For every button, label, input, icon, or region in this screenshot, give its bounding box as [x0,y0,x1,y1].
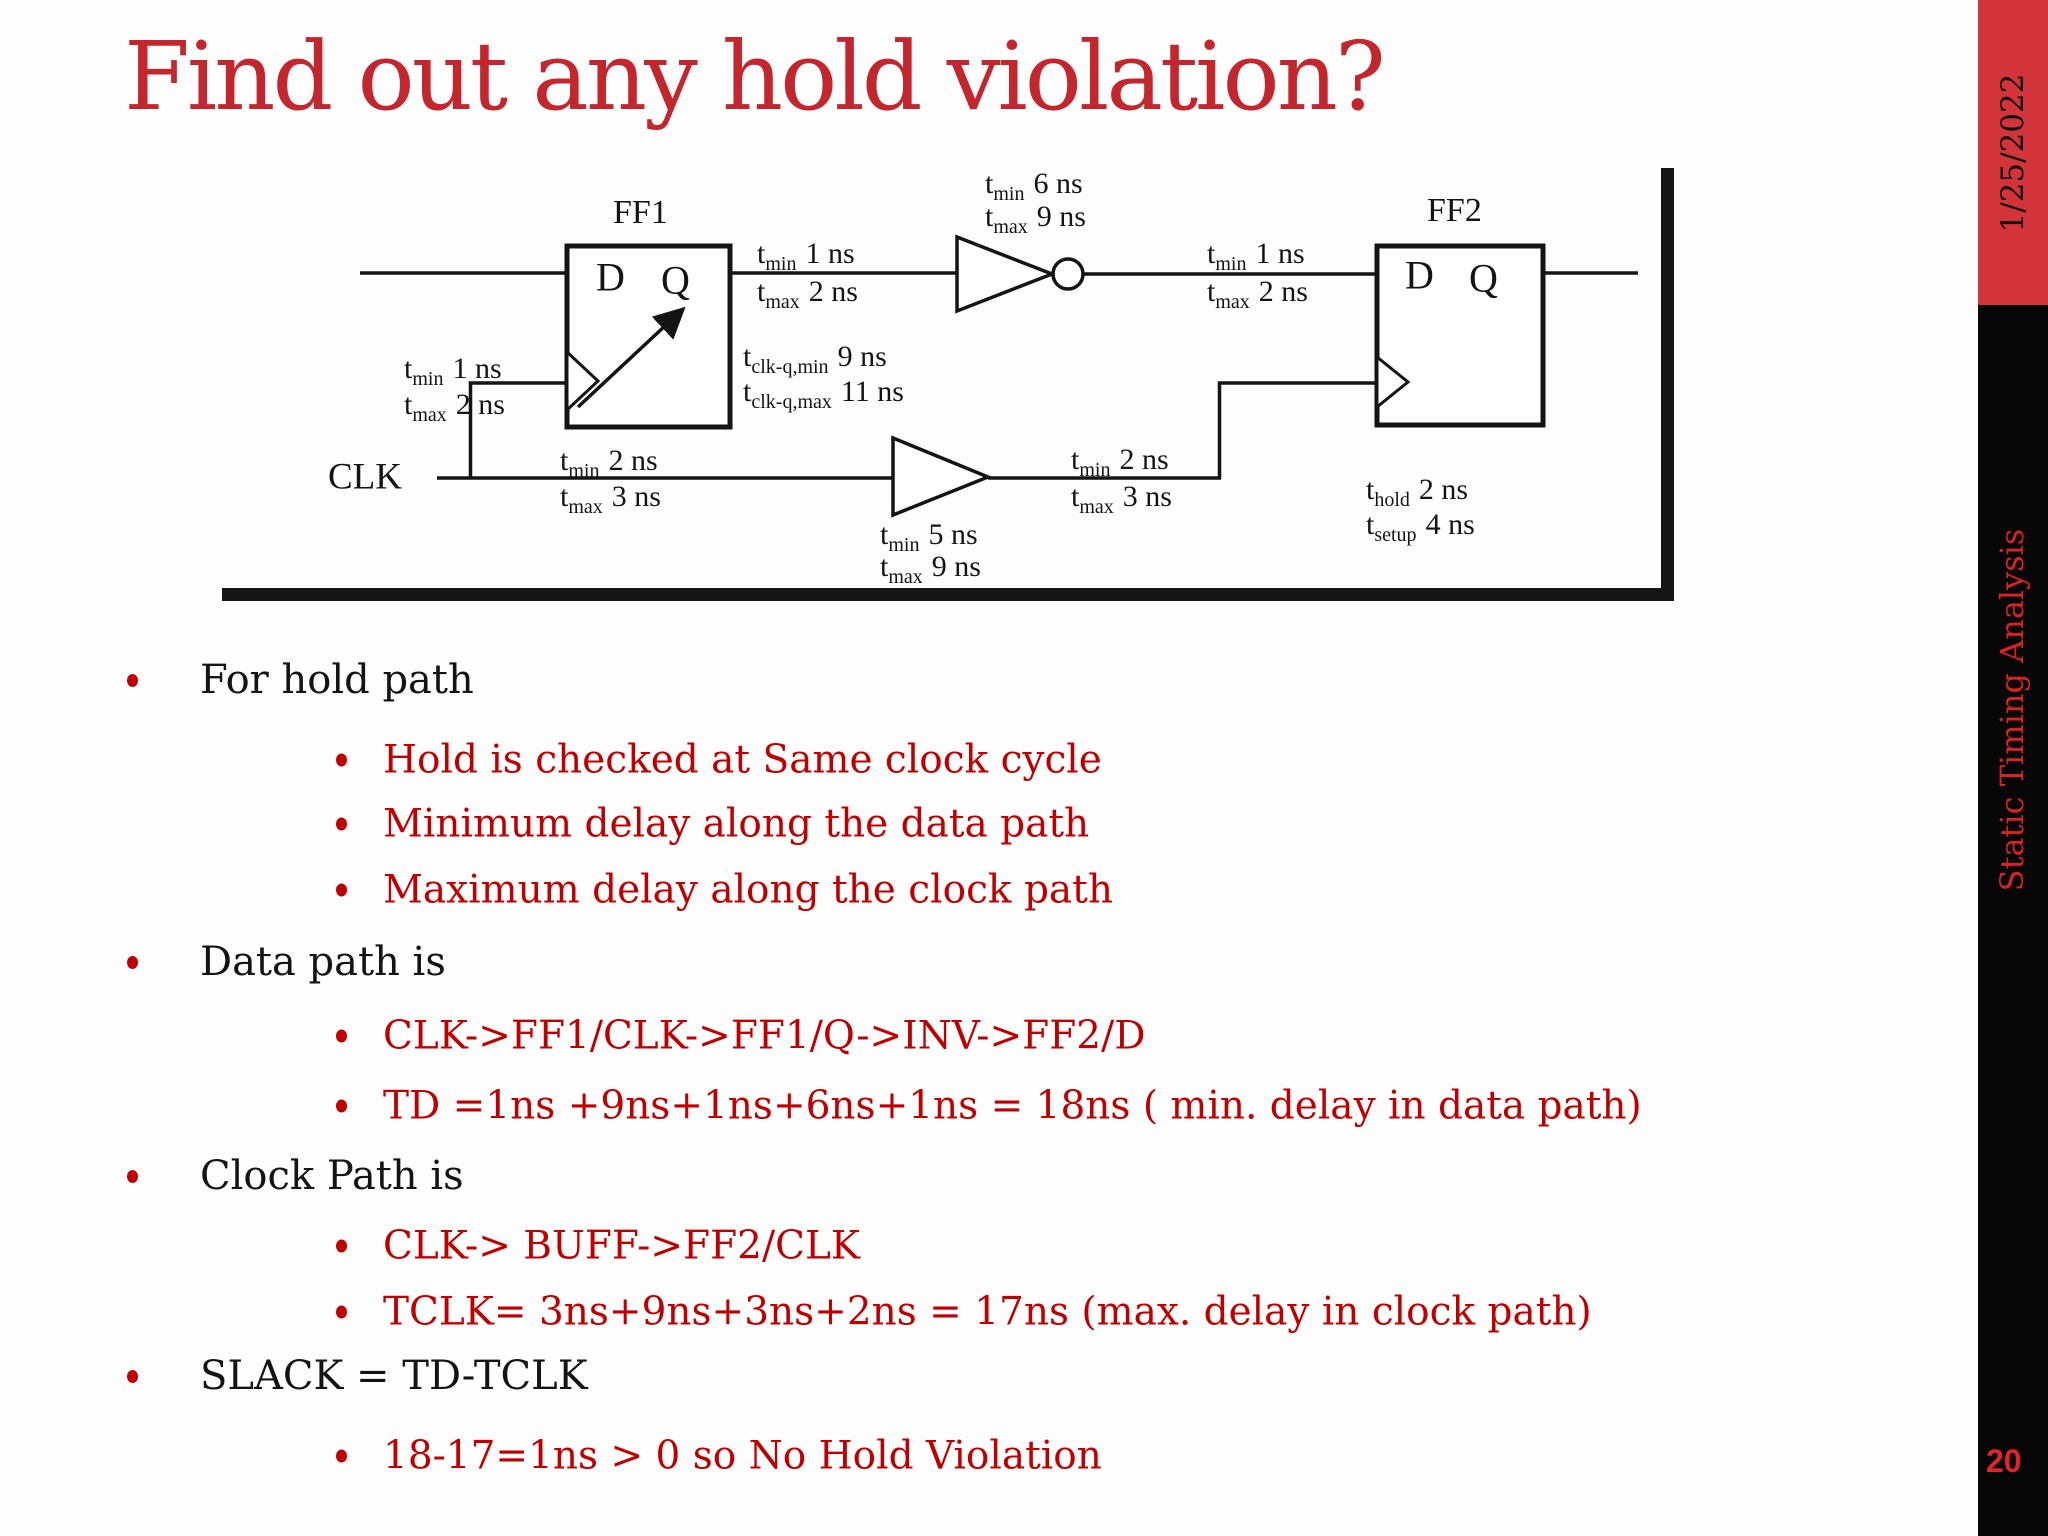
bullet-text: SLACK = TD-TCLK [200,1353,588,1399]
bullet-text: Clock Path is [200,1153,464,1199]
sub-bullet-item: Hold is checked at Same clock cycle [336,738,1102,783]
sub-bullet-item: TD =1ns +9ns+1ns+6ns+1ns = 18ns ( min. d… [336,1084,1642,1129]
bullet-text: For hold path [200,657,474,703]
bullet-text: CLK-> BUFF->FF2/CLK [383,1223,860,1269]
ff1-clock-edge-arrow-icon [576,306,686,409]
sub-bullet-item: 18-17=1ns > 0 so No Hold Violation [336,1434,1102,1479]
sub-bullet-item: Minimum delay along the data path [336,802,1089,847]
ff1-q-label: Q [661,257,690,303]
slide-footer-text: Static Timing Analysis [1993,528,2031,892]
bullet-dot-icon [336,1449,347,1463]
ff1-d-label: D [596,254,625,300]
sidebar-footer-band: Static Timing Analysis 20 [1978,305,2048,1536]
wire-clk-to-ff2 [1217,381,1377,479]
bullet-text: TD =1ns +9ns+1ns+6ns+1ns = 18ns ( min. d… [383,1083,1642,1129]
bullet-dot-icon [336,1029,347,1043]
bullet-text: Hold is checked at Same clock cycle [383,737,1102,783]
slide-date: 1/25/2022 [1995,73,2031,233]
bullet-dot-icon [127,1369,138,1383]
ff1-clock-triangle-icon [565,348,601,414]
sidebar-date-band: 1/25/2022 [1978,0,2048,305]
bullet-text: Data path is [200,939,446,985]
ff2-label: FF2 [1427,192,1482,229]
bullet-dot-icon [127,955,138,969]
bullet-text: Maximum delay along the clock path [383,867,1113,913]
bullet-text: 18-17=1ns > 0 so No Hold Violation [383,1433,1102,1479]
diagram-shadow-bottom [222,588,1674,601]
bullet-dot-icon [336,1305,347,1319]
inverter-bubble-icon [1051,257,1085,291]
sub-bullet-item: CLK->FF1/CLK->FF1/Q->INV->FF2/D [336,1014,1146,1059]
bullet-dot-icon [127,1169,138,1183]
bullet-dot-icon [336,1239,347,1253]
bullet-dot-icon [127,673,138,687]
bullet-dot-icon [336,883,347,897]
right-sidebar: 1/25/2022 Static Timing Analysis 20 [1978,0,2048,1536]
bullet-item: Clock Path is [127,1153,464,1199]
bullet-text: CLK->FF1/CLK->FF1/Q->INV->FF2/D [383,1013,1146,1059]
ff1-box [564,243,733,430]
bullet-text: TCLK= 3ns+9ns+3ns+2ns = 17ns (max. delay… [383,1289,1592,1335]
ff2-box [1374,243,1546,428]
bullet-item: For hold path [127,657,474,703]
bullet-dot-icon [336,817,347,831]
inverter-triangle-icon [955,234,1057,314]
bullet-dot-icon [336,753,347,767]
ff2-clock-triangle-icon [1375,353,1411,411]
slide-title: Find out any hold violation? [124,22,1386,132]
diagram-shadow-right [1661,168,1674,601]
page-number: 20 [1986,1443,2022,1479]
sub-bullet-item: Maximum delay along the clock path [336,868,1113,913]
bullet-item: Data path is [127,939,446,985]
bullet-text: Minimum delay along the data path [383,801,1090,847]
ff1-label: FF1 [613,194,668,231]
bullet-item: SLACK = TD-TCLK [127,1353,588,1399]
ff2-q-label: Q [1469,255,1498,301]
wire-clk-to-ff1 [468,381,567,479]
sub-bullet-item: TCLK= 3ns+9ns+3ns+2ns = 17ns (max. delay… [336,1290,1592,1335]
bullet-dot-icon [336,1099,347,1113]
ff2-d-label: D [1405,252,1434,298]
sub-bullet-item: CLK-> BUFF->FF2/CLK [336,1224,860,1269]
clock-buffer-triangle-icon [891,435,993,518]
clk-label: CLK [328,456,402,498]
